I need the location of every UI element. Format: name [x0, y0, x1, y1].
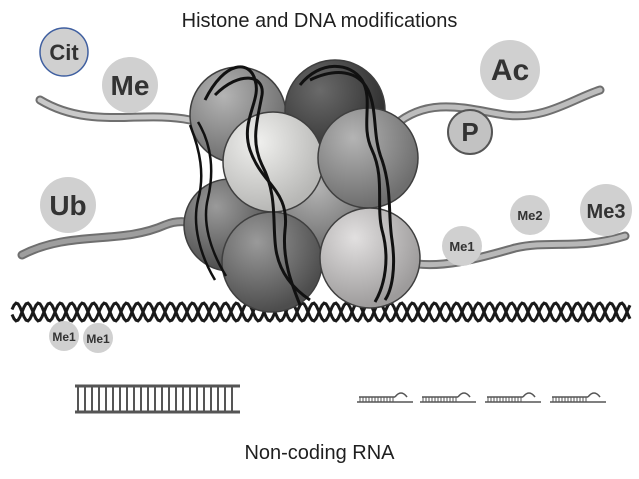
wrapped-dna [188, 64, 396, 306]
cit-label: Cit [49, 40, 79, 65]
small-rna-icons [357, 392, 606, 403]
diagram-title: Histone and DNA modifications [181, 10, 458, 32]
ac-mark: Ac [480, 40, 540, 100]
me1-dna-label-b: Me1 [86, 332, 110, 346]
me2-tail-label: Me2 [517, 208, 542, 223]
dna-double-helix [10, 301, 632, 323]
modification-marks: Cit Me Ub Ac P Me1 Me2 Me3 [39, 27, 632, 353]
ub-label: Ub [49, 190, 86, 221]
p-label: P [461, 117, 478, 147]
small-rna-hairpin [550, 392, 606, 403]
small-rna-hairpin [485, 392, 541, 403]
me2-tail-mark: Me2 [510, 195, 550, 235]
histone-front-bottom-right [319, 207, 421, 309]
dna-strand-a [10, 301, 632, 323]
ac-label: Ac [491, 54, 529, 87]
dna-strand-b [10, 301, 632, 323]
small-rna-hairpin [357, 392, 413, 403]
p-mark: P [447, 109, 493, 155]
me1-tail-mark: Me1 [442, 226, 482, 266]
me1-dna-label-a: Me1 [52, 330, 76, 344]
me3-tail-mark: Me3 [580, 184, 632, 236]
me1-dna-mark-b: Me1 [83, 323, 113, 353]
me1-dna-mark-a: Me1 [49, 321, 79, 351]
long-rna-icon [75, 384, 240, 414]
me1-tail-label: Me1 [449, 239, 474, 254]
me3-tail-label: Me3 [587, 201, 626, 223]
histone-tails [17, 85, 630, 270]
ub-mark: Ub [40, 177, 96, 233]
small-rna-hairpin [420, 392, 476, 403]
me-mark: Me [102, 57, 158, 113]
cit-mark: Cit [39, 27, 89, 77]
diagram-footer: Non-coding RNA [244, 442, 395, 464]
me-label: Me [111, 70, 150, 101]
